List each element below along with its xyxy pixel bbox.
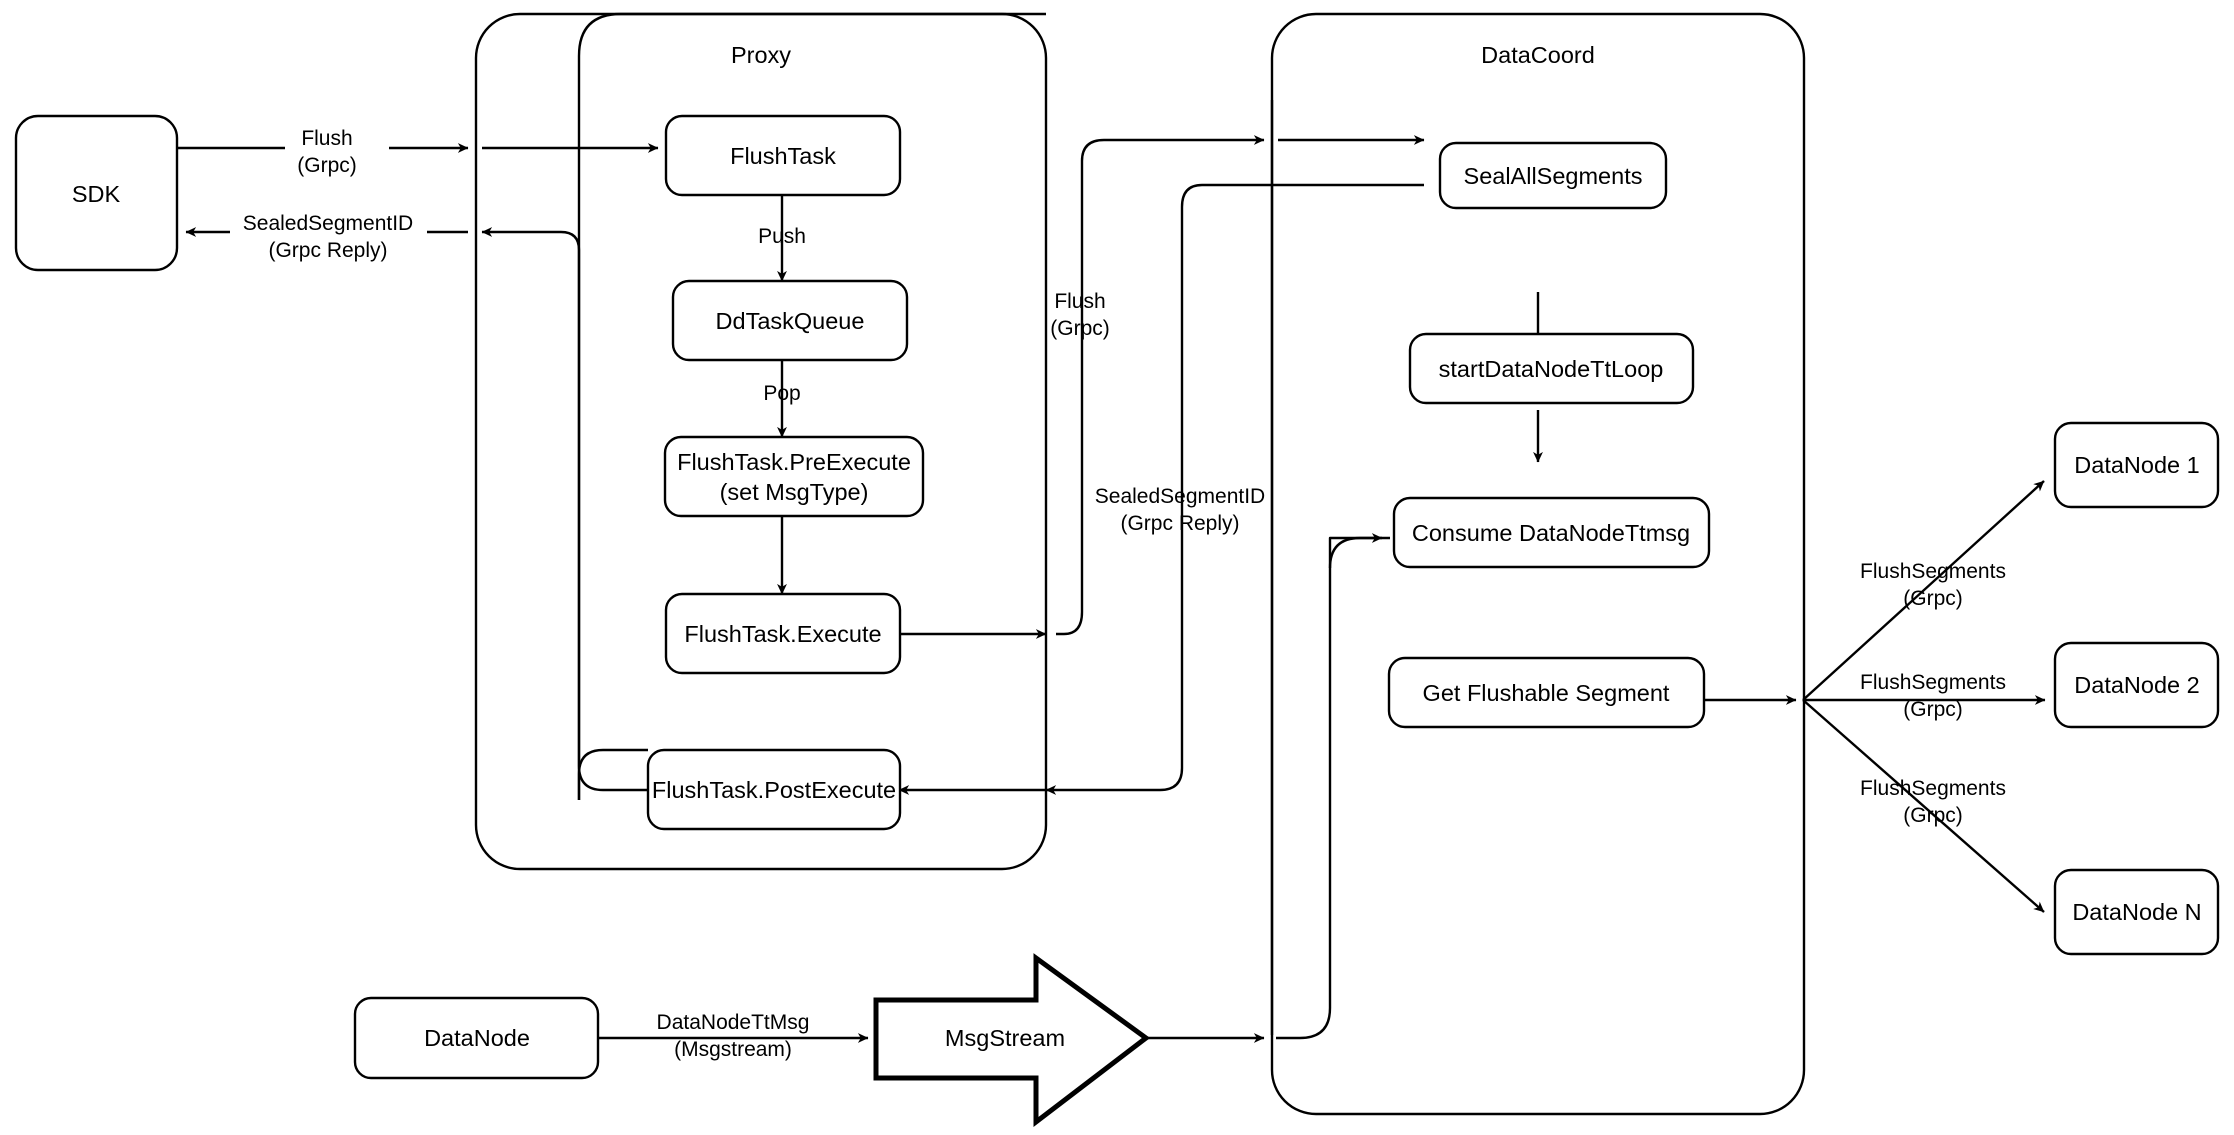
edge-label-flushsegments-na: FlushSegments <box>1860 777 2006 800</box>
datacoord-container-label: DataCoord <box>1481 42 1595 68</box>
edge-datacoord-to-postexecute: SealedSegmentID (Grpc Reply) <box>898 183 1424 795</box>
node-ddtaskqueue-label: DdTaskQueue <box>716 308 865 334</box>
edge-label-sealedsegid-2: (Grpc Reply) <box>1120 512 1239 535</box>
node-msgstream-label: MsgStream <box>945 1025 1065 1051</box>
edge-junction-to-datanoden: FlushSegments (Grpc) <box>1802 699 2045 913</box>
edge-label-reply-2: (Grpc Reply) <box>268 239 387 262</box>
proxy-container-label: Proxy <box>731 42 791 68</box>
edge-label-group-sdk-reply: SealedSegmentID (Grpc Reply) <box>230 209 427 265</box>
edge-label-datanodettmsg-2: (Msgstream) <box>674 1038 792 1061</box>
node-ddtaskqueue[interactable]: DdTaskQueue <box>671 279 909 362</box>
node-flushtask-execute-label: FlushTask.Execute <box>684 621 881 647</box>
node-datanode-source[interactable]: DataNode <box>353 996 600 1080</box>
node-msgstream[interactable]: MsgStream <box>873 953 1151 1128</box>
node-datanode-2[interactable]: DataNode 2 <box>2053 641 2220 729</box>
edge-label-flush-2: (Grpc) <box>297 154 357 177</box>
edge-label-reply-1: SealedSegmentID <box>243 212 413 235</box>
node-flushtask-preexecute[interactable]: FlushTask.PreExecute (set MsgType) <box>663 435 925 518</box>
edge-label-push: Push <box>758 225 806 248</box>
node-get-flushable-segment[interactable]: Get Flushable Segment <box>1387 656 1706 729</box>
edge-label-flushsegments-2a: FlushSegments <box>1860 671 2006 694</box>
node-flushtask-postexecute[interactable]: FlushTask.PostExecute <box>646 748 902 831</box>
edge-label-group-sdk-flush: Flush (Grpc) <box>285 124 389 180</box>
edge-junction-to-datanode2: FlushSegments (Grpc) <box>1803 671 2046 721</box>
edge-label-flush-grpc-2: (Grpc) <box>1050 317 1110 340</box>
edge-label-flush-grpc-1: Flush <box>1054 290 1105 313</box>
node-consume-datanodettmsg-label: Consume DataNodeTtmsg <box>1412 520 1690 546</box>
node-datanode-source-label: DataNode <box>424 1025 530 1051</box>
node-consume-datanodettmsg[interactable]: Consume DataNodeTtmsg <box>1392 496 1711 569</box>
node-datanode-2-label: DataNode 2 <box>2074 672 2199 698</box>
node-datanode-n-label: DataNode N <box>2072 899 2201 925</box>
edge-label-flush-1: Flush <box>301 127 352 150</box>
node-flushtask-preexecute-label-2: (set MsgType) <box>720 479 869 505</box>
node-datanode-n[interactable]: DataNode N <box>2053 868 2220 956</box>
node-startdatanodettloop-label: startDataNodeTtLoop <box>1439 356 1664 382</box>
node-flushtask-execute[interactable]: FlushTask.Execute <box>664 592 902 675</box>
node-flushtask[interactable]: FlushTask <box>664 114 902 197</box>
node-flushtask-preexecute-label-1: FlushTask.PreExecute <box>677 449 911 475</box>
node-sealallsegments-label: SealAllSegments <box>1464 163 1643 189</box>
edge-push: Push <box>758 196 806 282</box>
node-get-flushable-segment-label: Get Flushable Segment <box>1423 680 1670 706</box>
edge-msgstream-to-consume <box>1146 533 1390 1043</box>
node-startdatanodettloop[interactable]: startDataNodeTtLoop <box>1408 332 1695 405</box>
node-flushtask-label: FlushTask <box>730 143 836 169</box>
edge-label-pop: Pop <box>763 382 800 405</box>
node-sdk-label: SDK <box>72 181 121 207</box>
node-datanode-1[interactable]: DataNode 1 <box>2053 421 2220 509</box>
edge-label-datanodettmsg-1: DataNodeTtMsg <box>657 1011 810 1034</box>
edge-execute-to-datacoord: Flush (Grpc) <box>899 135 1425 639</box>
node-flushtask-postexecute-label: FlushTask.PostExecute <box>652 777 896 803</box>
node-sealallsegments[interactable]: SealAllSegments <box>1438 141 1668 210</box>
edge-label-flushsegments-2b: (Grpc) <box>1903 698 1963 721</box>
edge-postexecute-to-reply <box>481 227 648 792</box>
edge-datanode-to-msgstream: DataNodeTtMsg (Msgstream) <box>598 1011 869 1061</box>
edge-label-flushsegments-1b: (Grpc) <box>1903 587 1963 610</box>
edge-label-flushsegments-1a: FlushSegments <box>1860 560 2006 583</box>
edge-label-flushsegments-nb: (Grpc) <box>1903 804 1963 827</box>
edge-label-sealedsegid-1: SealedSegmentID <box>1095 485 1265 508</box>
node-datanode-1-label: DataNode 1 <box>2074 452 2199 478</box>
edge-junction-to-datanode1: FlushSegments (Grpc) <box>1802 480 2045 701</box>
node-sdk[interactable]: SDK <box>14 114 179 272</box>
edge-pop: Pop <box>763 360 801 438</box>
